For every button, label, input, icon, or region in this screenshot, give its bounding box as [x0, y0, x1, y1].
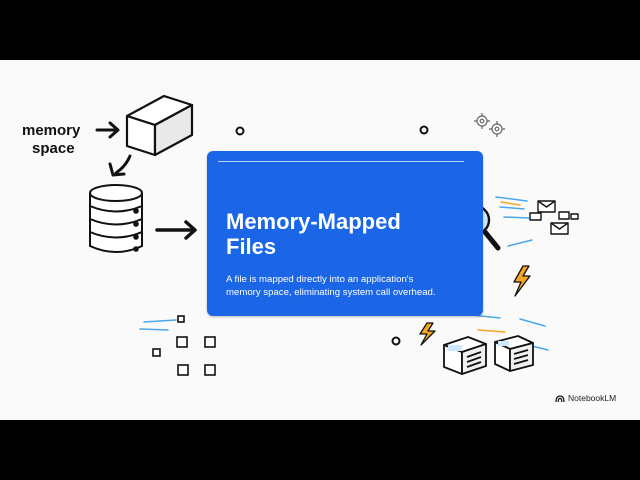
memory-label-line2: space — [32, 140, 75, 157]
memory-space-label: memory space — [22, 122, 122, 158]
notebooklm-logo-icon — [555, 394, 565, 402]
curved-down-arrow-icon — [108, 154, 132, 177]
memory-label-line1: memory — [22, 122, 81, 139]
right-arrow-icon — [95, 121, 120, 139]
card-divider — [218, 161, 464, 162]
gear-icon — [474, 113, 505, 137]
slide-illustration — [89, 94, 579, 376]
notebooklm-brand: NotebookLM — [555, 393, 616, 403]
decorative-dots — [235, 125, 429, 346]
card-title-line1: Memory-Mapped — [226, 209, 401, 234]
decorative-squares — [152, 315, 216, 376]
database-stack-icon — [89, 184, 143, 253]
lightning-icon — [419, 265, 531, 346]
file-box-icon — [443, 336, 487, 375]
slide: memory space Memory-Mapped Files A file … — [0, 60, 640, 420]
card-description-line2: memory space, eliminating system call ov… — [226, 287, 436, 298]
card-title-line2: Files — [226, 234, 277, 259]
title-card: Memory-Mapped Files A file is mapped dir… — [207, 151, 483, 316]
brand-name: NotebookLM — [568, 393, 617, 403]
motion-lines-orange — [477, 201, 521, 333]
right-arrow-icon — [155, 220, 197, 240]
card-title: Memory-Mapped Files — [226, 209, 466, 259]
card-description: A file is mapped directly into an applic… — [226, 273, 476, 299]
card-description-line1: A file is mapped directly into an applic… — [226, 274, 414, 285]
memory-block-cube-icon — [125, 94, 194, 157]
envelope-icon — [529, 200, 579, 235]
file-box-icon — [494, 335, 534, 372]
